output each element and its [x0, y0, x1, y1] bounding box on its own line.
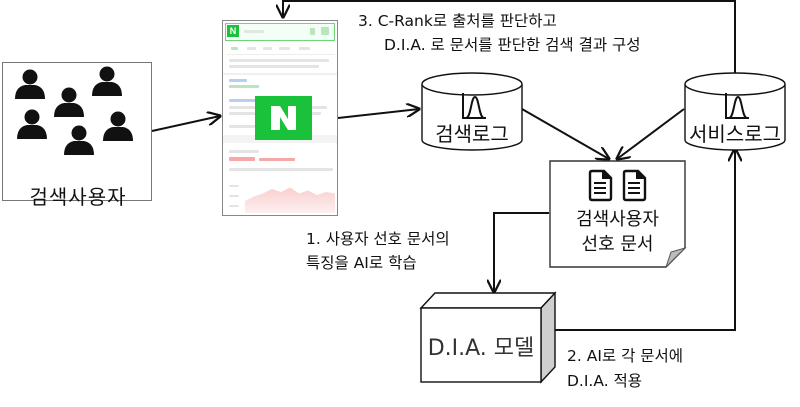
document-icon [588, 169, 613, 202]
naver-small-logo: N [227, 25, 239, 37]
preferred-docs-note [549, 160, 687, 268]
search-users-box: 검색사용자 [2, 62, 152, 209]
arrow-users-to-app [151, 116, 220, 132]
service-log-label: 서비스로그 [689, 122, 781, 146]
app-search-bar: N [225, 23, 335, 41]
arrow-service-log-to-app [283, 0, 736, 74]
dia-model-cube [419, 291, 557, 384]
distribution-chart-icon [725, 93, 749, 119]
document-icon [622, 169, 647, 202]
arrow-search-log-to-docs [521, 108, 609, 159]
search-log-cylinder [421, 72, 523, 151]
arrow-docs-to-model [494, 212, 549, 292]
arrow-app-to-search-log [337, 109, 419, 119]
arrow-service-log-to-docs [617, 108, 685, 159]
distribution-chart-icon [462, 93, 486, 119]
step1-line2: 특징을 AI로 학습 [306, 254, 417, 272]
step2-line2: D.I.A. 적용 [567, 372, 643, 390]
step1-line1: 1. 사용자 선호 문서의 [306, 230, 450, 248]
preferred-docs-line2: 선호 문서 [581, 234, 654, 255]
search-users-label: 검색사용자 [29, 185, 127, 209]
dia-model-label: D.I.A. 모델 [427, 336, 535, 361]
preferred-docs-label: 검색사용자 선호 문서 [550, 207, 685, 257]
search-log-label: 검색로그 [435, 122, 509, 146]
preferred-docs-line1: 검색사용자 [576, 209, 659, 230]
arrow-model-to-service-log [555, 149, 735, 331]
service-log-cylinder [684, 72, 786, 151]
step2-line1: 2. AI로 각 문서에 [567, 347, 684, 365]
step3-line1: 3. C-Rank로 출처를 판단하고 [358, 12, 557, 30]
naver-logo [255, 96, 312, 140]
step3-line2: D.I.A. 로 문서를 판단한 검색 결과 구성 [384, 36, 641, 54]
